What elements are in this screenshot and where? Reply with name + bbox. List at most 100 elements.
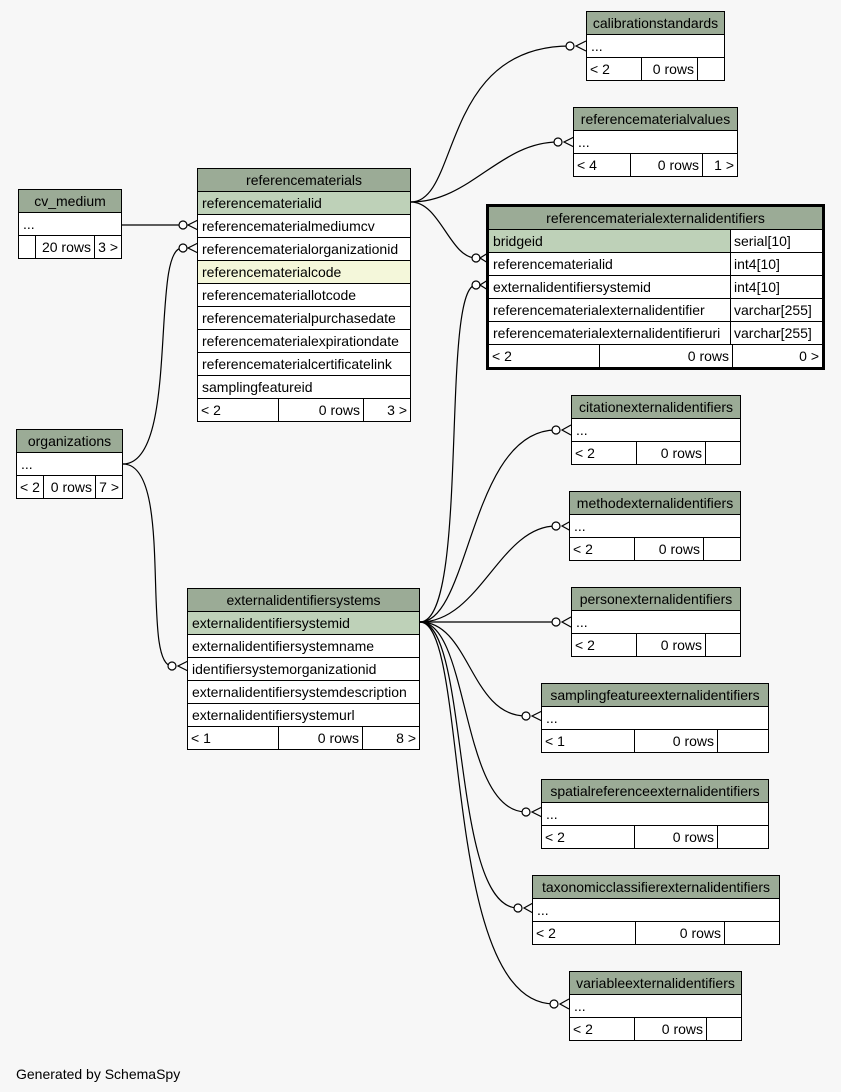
table-calibrationstandards[interactable]: calibrationstandards ... < 2 0 rows (586, 11, 725, 81)
column-name: ... (576, 614, 588, 630)
column-name: externalidentifiersystemdescription (192, 684, 407, 700)
column-name: ... (574, 518, 586, 534)
parents-count: < 2 (201, 402, 221, 418)
column-name: referencematerialid (493, 256, 613, 272)
column-name: ... (576, 422, 588, 438)
primary-key-row: externalidentifiersystemid (188, 612, 419, 635)
table-title: methodexternalidentifiers (570, 492, 740, 515)
parents-count: < 1 (545, 733, 565, 749)
table-referencematerialvalues[interactable]: referencematerialvalues ... < 4 0 rows 1… (573, 107, 738, 177)
table-spatialreferenceexternalidentifiers[interactable]: spatialreferenceexternalidentifiers ... … (541, 779, 769, 849)
table-cv_medium[interactable]: cv_medium ... 20 rows 3 > (18, 189, 122, 259)
table-title: samplingfeatureexternalidentifiers (542, 684, 768, 707)
children-count (697, 58, 724, 80)
column-name: referencematerialexternalidentifieruri (493, 325, 721, 341)
parents-count: < 2 (536, 925, 556, 941)
children-count (717, 826, 768, 848)
table-title: organizations (17, 430, 122, 453)
column-type: serial[10] (730, 230, 822, 252)
parents-count: < 2 (20, 479, 40, 495)
generated-by-text: Generated by SchemaSpy (16, 1066, 181, 1082)
table-title: referencematerials (198, 169, 410, 192)
table-externalidentifiersystems[interactable]: externalidentifiersystems externalidenti… (187, 588, 420, 750)
column-name: externalidentifiersystemid (192, 615, 350, 631)
row-count: 0 rows (636, 634, 705, 656)
table-referencematerialexternalidentifiers[interactable]: referencematerialexternalidentifiers bri… (486, 204, 825, 370)
children-count (705, 442, 740, 464)
parents-count: < 1 (191, 730, 211, 746)
parents-count: < 2 (492, 348, 512, 364)
row-count: 0 rows (634, 1018, 706, 1040)
row-count: 0 rows (634, 826, 717, 848)
indexed-row: referencematerialcode (198, 261, 410, 284)
column-name: referencematerialcertificatelink (202, 356, 392, 372)
row-count: 0 rows (278, 727, 362, 749)
row-count: 0 rows (634, 730, 717, 752)
column-name: referencemateriallotcode (202, 287, 357, 303)
children-count (703, 538, 740, 560)
row-count: 0 rows (641, 58, 697, 80)
table-title: referencematerialexternalidentifiers (489, 207, 822, 230)
column-name: ... (578, 134, 590, 150)
primary-key-row: referencematerialid (198, 192, 410, 215)
children-count (706, 1018, 741, 1040)
column-type: int4[10] (730, 253, 822, 275)
column-name: ... (21, 456, 33, 472)
primary-key-row: bridgeid serial[10] (489, 230, 822, 253)
table-title: spatialreferenceexternalidentifiers (542, 780, 768, 803)
column-name: referencematerialorganizationid (202, 241, 399, 257)
row-count: 0 rows (635, 922, 724, 944)
row-count: 0 rows (634, 538, 703, 560)
row-count: 0 rows (630, 154, 702, 176)
table-title: variableexternalidentifiers (570, 972, 741, 995)
table-referencematerials[interactable]: referencematerials referencematerialid r… (197, 168, 411, 422)
parents-count: < 2 (590, 61, 610, 77)
table-title: referencematerialvalues (574, 108, 737, 131)
column-type: varchar[255] (730, 322, 822, 344)
column-name: ... (574, 998, 586, 1014)
row-count: 20 rows (35, 236, 94, 258)
column-type: varchar[255] (730, 299, 822, 321)
parents-count: < 2 (575, 637, 595, 653)
children-count: 0 > (732, 345, 822, 367)
table-title: citationexternalidentifiers (572, 396, 740, 419)
parents-count (19, 236, 35, 258)
children-count: 7 > (95, 476, 122, 498)
column-name: referencematerialcode (202, 264, 342, 280)
table-organizations[interactable]: organizations ... < 2 0 rows 7 > (16, 429, 123, 499)
column-type: int4[10] (730, 276, 822, 298)
column-name: referencematerialexpirationdate (202, 333, 399, 349)
parents-count: < 2 (573, 541, 593, 557)
column-name: ... (537, 902, 549, 918)
children-count: 1 > (702, 154, 737, 176)
table-personexternalidentifiers[interactable]: personexternalidentifiers ... < 2 0 rows (571, 587, 741, 657)
column-name: referencematerialid (202, 195, 322, 211)
children-count (717, 730, 768, 752)
column-name: referencematerialpurchasedate (202, 310, 396, 326)
column-name: referencematerialmediumcv (202, 218, 375, 234)
column-name: samplingfeatureid (202, 379, 313, 395)
table-title: cv_medium (19, 190, 121, 213)
parents-count: < 4 (577, 157, 597, 173)
row-count: 0 rows (278, 399, 363, 421)
row-count: 0 rows (636, 442, 705, 464)
column-name: bridgeid (493, 233, 543, 249)
column-name: externalidentifiersystemid (493, 279, 651, 295)
column-name: ... (591, 38, 603, 54)
column-name: identifiersystemorganizationid (192, 661, 377, 677)
table-title: externalidentifiersystems (188, 589, 419, 612)
column-name: externalidentifiersystemurl (192, 707, 355, 723)
table-methodexternalidentifiers[interactable]: methodexternalidentifiers ... < 2 0 rows (569, 491, 741, 561)
parents-count: < 2 (545, 829, 565, 845)
table-variableexternalidentifiers[interactable]: variableexternalidentifiers ... < 2 0 ro… (569, 971, 742, 1041)
table-title: personexternalidentifiers (572, 588, 740, 611)
children-count (705, 634, 740, 656)
table-taxonomicclassifierexternalidentifiers[interactable]: taxonomicclassifierexternalidentifiers .… (532, 875, 780, 945)
parents-count: < 2 (573, 1021, 593, 1037)
children-count (724, 922, 779, 944)
table-samplingfeatureexternalidentifiers[interactable]: samplingfeatureexternalidentifiers ... <… (541, 683, 769, 753)
column-name: ... (546, 710, 558, 726)
table-citationexternalidentifiers[interactable]: citationexternalidentifiers ... < 2 0 ro… (571, 395, 741, 465)
children-count: 3 > (363, 399, 410, 421)
